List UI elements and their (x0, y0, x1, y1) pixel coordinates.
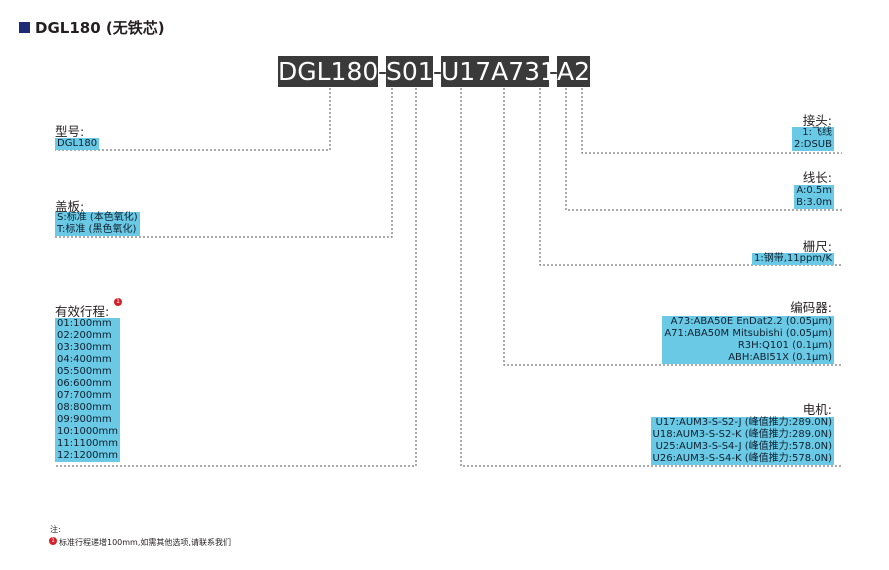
list-item: 05:500mm (57, 366, 112, 377)
model-label: 型号: (55, 124, 85, 139)
list-item: 10:1000mm (57, 426, 119, 437)
list-item: S:标准 (本色氧化) (57, 212, 138, 223)
list-item: A71:ABA50M Mitsubishi (0.05μm) (664, 328, 832, 339)
cover-options: S:标准 (本色氧化) T:标准 (黑色氧化) (55, 212, 140, 236)
list-item: B:3.0m (796, 197, 832, 208)
connector-options: 1:飞线 2:DSUB (792, 127, 834, 151)
list-item: 1:钢带,11ppm/K (754, 253, 832, 264)
list-item: 12:1200mm (57, 450, 119, 461)
model-options: DGL180 (55, 138, 100, 150)
page-title: DGL180 (无铁芯) (35, 19, 165, 37)
encoder-options: A73:ABA50E EnDat2.2 (0.05μm) A71:ABA50M … (662, 316, 834, 364)
note-badge-icon: 1 (49, 537, 57, 545)
cable-length-options: A:0.5m B:3.0m (794, 185, 834, 209)
list-item: ABH:ABI51X (0.1μm) (728, 352, 832, 363)
cable-length-label: 线长: (802, 170, 832, 185)
code-separator: - (549, 57, 559, 86)
list-item: DGL180 (57, 138, 98, 149)
list-item: 02:200mm (57, 330, 112, 341)
note-badge-icon: 1 (114, 298, 122, 306)
list-item: A:0.5m (796, 185, 832, 196)
code-segment-motor-encoder: U17A731 (441, 56, 556, 87)
encoder-label: 编码器: (790, 300, 832, 315)
connector-label: 接头: (802, 113, 832, 128)
cover-label: 盖板: (55, 199, 85, 214)
list-item: U25:AUM3-S-S4-J (峰值推力:578.0N) (655, 441, 832, 452)
motor-options: U17:AUM3-S-S2-J (峰值推力:289.0N) U18:AUM3-S… (650, 417, 834, 465)
code-segment-cover: S01 (386, 56, 434, 87)
list-item: 04:400mm (57, 354, 112, 365)
list-item: A73:ABA50E EnDat2.2 (0.05μm) (670, 316, 832, 327)
scale-options: 1:钢带,11ppm/K (752, 253, 834, 265)
list-item: 03:300mm (57, 342, 112, 353)
list-item: 07:700mm (57, 390, 112, 401)
header-square-icon (19, 22, 30, 33)
list-item: U26:AUM3-S-S4-K (峰值推力:578.0N) (652, 453, 832, 464)
note-title: 注: (50, 525, 61, 534)
list-item: 06:600mm (57, 378, 112, 389)
scale-label: 栅尺: (802, 239, 832, 254)
list-item: U18:AUM3-S-S2-K (峰值推力:289.0N) (652, 429, 832, 440)
list-item: 2:DSUB (794, 139, 832, 150)
list-item: U17:AUM3-S-S2-J (峰值推力:289.0N) (655, 417, 832, 428)
code-separator: - (433, 57, 443, 86)
code-segment-model: DGL180 (278, 56, 379, 87)
stroke-label: 有效行程: (55, 304, 110, 319)
list-item: 09:900mm (57, 414, 112, 425)
list-item: 1:飞线 (802, 127, 832, 138)
code-segment-connector: A2 (557, 56, 591, 87)
stroke-options: 01:100mm 02:200mm 03:300mm 04:400mm 05:5… (55, 318, 120, 462)
list-item: 11:1100mm (57, 438, 119, 449)
motor-label: 电机: (802, 402, 832, 417)
code-separator: - (378, 57, 388, 86)
list-item: T:标准 (黑色氧化) (57, 224, 137, 235)
list-item: 01:100mm (57, 318, 112, 329)
list-item: R3H:Q101 (0.1μm) (737, 340, 832, 351)
note-text: 标准行程递增100mm,如需其他选项,请联系我们 (59, 538, 231, 547)
list-item: 08:800mm (57, 402, 112, 413)
